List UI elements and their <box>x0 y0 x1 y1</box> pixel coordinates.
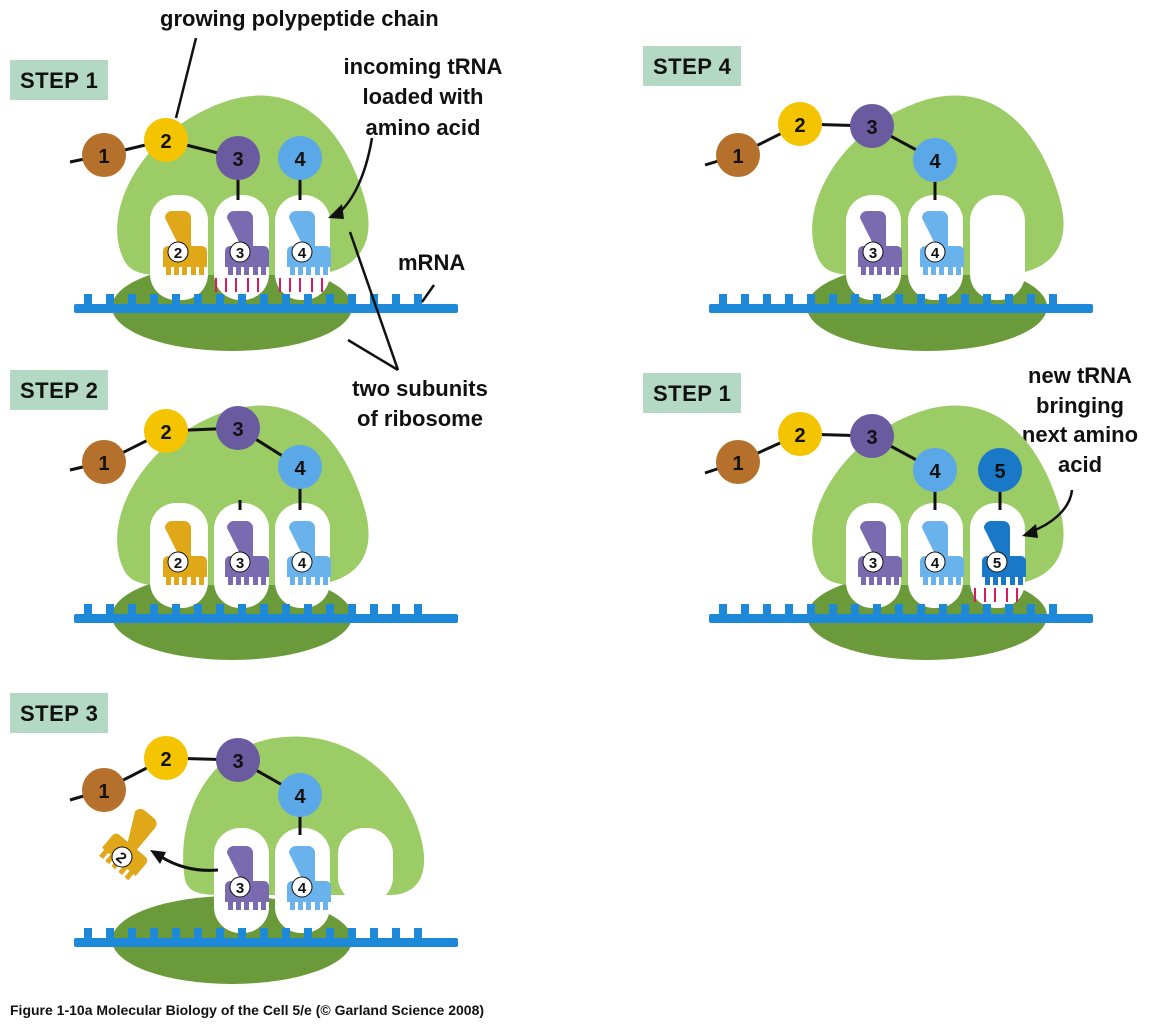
e-site-cavity <box>338 828 393 903</box>
trna-3-number: 3 <box>869 555 877 572</box>
trna-5-number: 5 <box>993 555 1001 572</box>
amino-acid-2: 2 <box>778 102 822 146</box>
amino-acid-3-number: 3 <box>232 149 243 171</box>
amino-acid-2: 2 <box>778 412 822 456</box>
polypeptide-label: growing polypeptide chain <box>160 6 439 31</box>
amino-acid-5-number: 5 <box>994 461 1005 483</box>
mrna-strand <box>74 604 458 623</box>
codon-pairing-marks <box>974 588 1018 602</box>
trna-3-number: 3 <box>236 245 244 262</box>
amino-acid-3: 3 <box>216 406 260 450</box>
amino-acid-1-number: 1 <box>732 453 743 475</box>
new-trna-arrowhead <box>1022 524 1038 538</box>
step3-panel: 1 2 3 4 3 4 2 <box>69 736 458 984</box>
released-trna-2 <box>96 804 172 883</box>
new-trna-label: new tRNA bringing next amino acid <box>1021 363 1139 478</box>
release-arrowhead <box>150 850 166 864</box>
amino-acid-2-number: 2 <box>160 749 171 771</box>
amino-acid-2: 2 <box>144 118 188 162</box>
amino-acid-4-number: 4 <box>294 149 306 171</box>
amino-acid-4-number: 4 <box>294 458 306 480</box>
amino-acid-3-number: 3 <box>232 751 243 773</box>
trna-3-number: 3 <box>869 245 877 262</box>
trna-4-number: 4 <box>931 555 940 572</box>
trna-4-number: 4 <box>298 245 307 262</box>
trna-number-badges <box>167 241 313 263</box>
amino-acid-2-number: 2 <box>794 115 805 137</box>
mrna-label: mRNA <box>398 250 466 275</box>
amino-acid-1-number: 1 <box>98 781 109 803</box>
amino-acid-2-number: 2 <box>160 131 171 153</box>
amino-acid-1-number: 1 <box>98 146 109 168</box>
e-site-cavity <box>970 195 1025 300</box>
trna-number-badges <box>862 241 946 263</box>
amino-acid-4-number: 4 <box>929 461 941 483</box>
subunits-label: two subunits of ribosome <box>352 376 488 432</box>
amino-acid-2: 2 <box>144 409 188 453</box>
step-1-label: STEP 1 <box>10 60 109 100</box>
codon-pairing-marks <box>215 278 323 292</box>
step-4-label: STEP 4 <box>643 46 742 86</box>
amino-acid-1: 1 <box>716 133 760 177</box>
amino-acid-3: 3 <box>216 738 260 782</box>
mrna-strand <box>74 928 458 947</box>
amino-acid-2: 2 <box>144 736 188 780</box>
step-1-repeat-label: STEP 1 <box>643 373 742 413</box>
trna-number-badges <box>862 551 1008 573</box>
incoming-arrowhead <box>328 204 344 219</box>
trna-4-number: 4 <box>298 555 307 572</box>
callout-lines <box>174 37 436 372</box>
amino-acid-5: 5 <box>978 448 1022 492</box>
amino-acid-2-number: 2 <box>160 422 171 444</box>
step-3-label: STEP 3 <box>10 693 109 733</box>
step2-panel: 1 2 3 4 2 3 4 <box>69 405 458 660</box>
amino-acid-1-number: 1 <box>98 453 109 475</box>
step1-panel: 1 2 3 4 2 3 4 <box>69 37 458 372</box>
amino-acid-3: 3 <box>216 136 260 180</box>
amino-acid-4: 4 <box>913 448 957 492</box>
trna-2-number: 2 <box>174 555 182 572</box>
amino-acid-2-number: 2 <box>794 425 805 447</box>
mrna-strand <box>74 294 458 313</box>
trna-4-number: 4 <box>298 880 307 897</box>
trna-2-number: 2 <box>174 245 182 262</box>
amino-acid-3-number: 3 <box>866 427 877 449</box>
step4-panel: 1 2 3 4 3 4 <box>704 95 1093 351</box>
amino-acid-3: 3 <box>850 414 894 458</box>
trna-number-badges <box>111 846 313 898</box>
amino-acid-1: 1 <box>82 133 126 177</box>
trna-3-number: 3 <box>236 555 244 572</box>
amino-acid-3: 3 <box>850 104 894 148</box>
amino-acid-1: 1 <box>716 440 760 484</box>
amino-acid-4: 4 <box>278 136 322 180</box>
step1-repeat-panel: 1 2 3 4 5 3 4 5 <box>704 405 1093 660</box>
amino-acid-1: 1 <box>82 768 126 812</box>
step-2-label: STEP 2 <box>10 370 109 410</box>
amino-acid-4: 4 <box>913 138 957 182</box>
amino-acid-1-number: 1 <box>732 146 743 168</box>
trna-number-badges <box>167 551 313 573</box>
amino-acid-4: 4 <box>278 445 322 489</box>
amino-acid-4-number: 4 <box>929 151 941 173</box>
amino-acid-4-number: 4 <box>294 786 306 808</box>
amino-acid-3-number: 3 <box>866 117 877 139</box>
amino-acid-1: 1 <box>82 440 126 484</box>
trna-4-number: 4 <box>931 245 940 262</box>
amino-acid-3-number: 3 <box>232 419 243 441</box>
figure-caption: Figure 1-10a Molecular Biology of the Ce… <box>10 1002 485 1018</box>
amino-acid-4: 4 <box>278 773 322 817</box>
trna-3-number: 3 <box>236 880 244 897</box>
incoming-trna-label: incoming tRNA loaded with amino acid <box>343 54 503 140</box>
